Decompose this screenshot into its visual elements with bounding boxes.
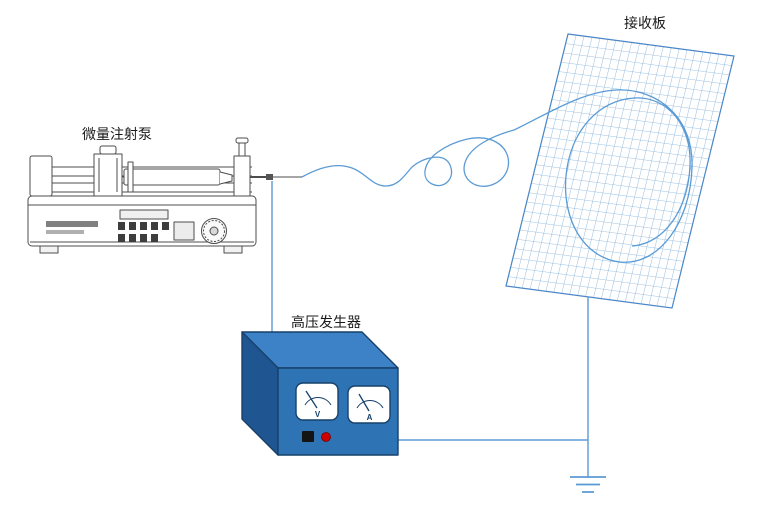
label-hv-generator: 高压发生器: [291, 314, 361, 330]
pump-display: [119, 209, 169, 220]
syringe-barrel: [123, 168, 221, 186]
syringe-pump-sketch: [27, 137, 302, 254]
pump-knob-knurl: [203, 220, 225, 242]
pump-carriage-knob: [99, 145, 117, 155]
voltmeter: V: [295, 382, 339, 421]
hv-generator: V A: [241, 331, 399, 456]
power-button: [302, 431, 314, 442]
pump-base: [27, 195, 257, 247]
collector-outline: [505, 33, 735, 309]
needle-connector: [266, 174, 273, 180]
hv-wires: [271, 181, 589, 477]
syringe-flange: [127, 161, 134, 193]
ammeter-scale-arc: [356, 399, 384, 409]
syringe-tip-cone: [219, 171, 233, 185]
indicator-light: [321, 432, 331, 442]
needle-holder-block: [233, 155, 251, 197]
pump-feet: [39, 245, 243, 254]
ammeter-needle: [358, 393, 370, 412]
ammeter-face: [347, 385, 391, 424]
ground-symbol: [570, 476, 606, 493]
label-collector-plate: 接收板: [624, 15, 666, 31]
voltmeter-label: V: [315, 410, 321, 419]
pump-pusher-carriage: [93, 153, 123, 197]
pump-logo-text-block: [46, 221, 98, 227]
pump-left-tower: [29, 155, 53, 197]
collector-mesh-fill: [506, 34, 734, 308]
clamp-screw-stem: [238, 141, 246, 157]
voltmeter-needle: [305, 390, 318, 409]
pump-logo-subtext-block: [46, 230, 84, 234]
label-syringe-pump: 微量注射泵: [82, 126, 152, 142]
pump-side-panel-box: [173, 221, 195, 241]
ammeter-label: A: [367, 413, 373, 422]
clamp-screw-cap: [235, 137, 249, 144]
fiber-jet-path: [301, 89, 693, 263]
ammeter: A: [347, 385, 391, 424]
pump-keypad: [118, 222, 169, 242]
pump-carriage-ridges: [98, 158, 118, 192]
pump-knob-center: [209, 226, 219, 236]
collector-plate: [505, 33, 735, 309]
voltmeter-scale-arc: [304, 396, 332, 406]
